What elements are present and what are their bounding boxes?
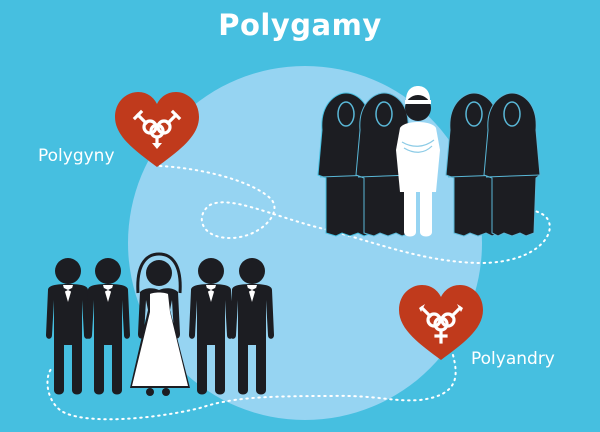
heart-intersex-symbol-icon	[115, 92, 199, 167]
groom-figure	[86, 258, 130, 395]
groom-figure	[230, 258, 274, 395]
label-polygyny: Polygyny	[38, 146, 115, 166]
man-white-robe-figure	[396, 86, 440, 237]
dotted-path-polyandry	[46, 354, 457, 421]
bride-figure	[130, 252, 190, 396]
groom-figure	[46, 258, 90, 395]
veiled-woman-figure	[355, 92, 413, 237]
polyandry-group	[46, 252, 274, 396]
page-title: Polygamy	[218, 8, 382, 42]
veiled-woman-figure	[483, 92, 541, 237]
polygyny-group	[317, 86, 541, 237]
heart-intersex-symbol-icon	[399, 285, 483, 360]
dotted-path-polygyny	[159, 165, 551, 265]
label-polyandry: Polyandry	[471, 349, 555, 369]
groom-figure	[189, 258, 233, 395]
